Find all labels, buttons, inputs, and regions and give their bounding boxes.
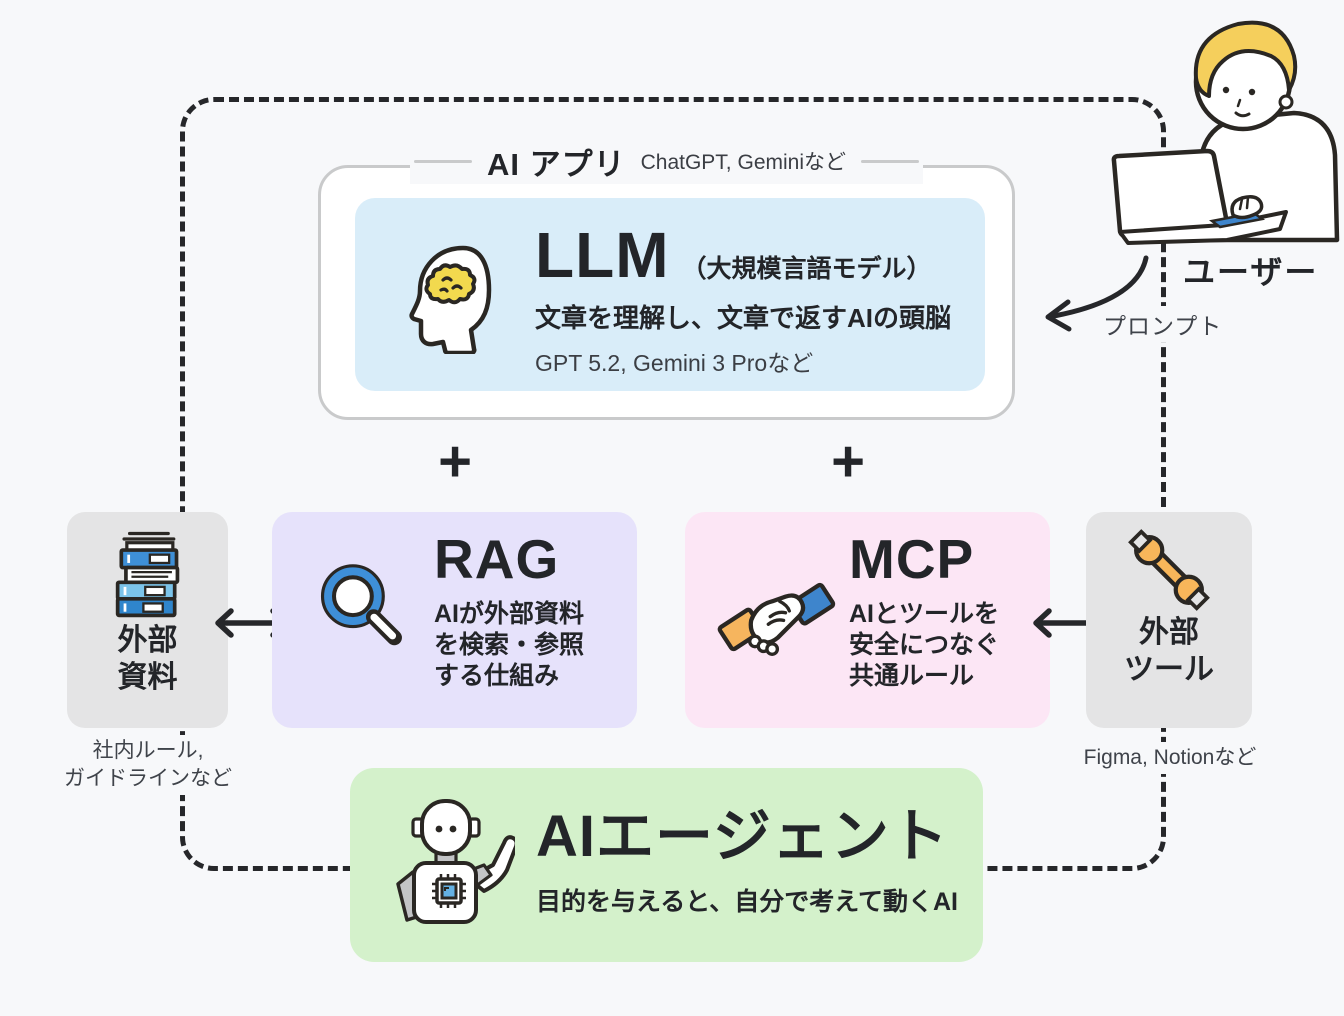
external-tools-title: 外部 ツール [1124,614,1214,688]
external-tools-card: 外部 ツール [1086,512,1252,728]
prompt-label: プロンプト [1100,306,1226,342]
legend-line-left [413,159,472,163]
ai-app-container: LLM （大規模言語モデル） 文章を理解し、文章で返すAIの頭脳 GPT 5.2… [318,165,1015,420]
handshake-icon [717,582,836,656]
external-tools-title-line2: ツール [1124,653,1214,686]
ai-app-examples: ChatGPT, Geminiなど [640,151,846,174]
llm-card: LLM （大規模言語モデル） 文章を理解し、文章で返すAIの頭脳 GPT 5.2… [355,198,985,391]
rag-description: AIが外部資料 を検索・参照 する仕組み [434,599,584,692]
brain-head-icon [409,245,492,354]
external-docs-caption-line1: 社内ルール, [92,739,204,762]
llm-title: LLM [535,219,670,291]
llm-subtitle: （大規模言語モデル） [681,255,932,283]
mcp-text-block: MCP AIとツールを 安全につなぐ 共通ルール [849,528,999,692]
external-tools-caption: Figma, Notionなど [1078,742,1262,774]
rag-text-block: RAG AIが外部資料 を検索・参照 する仕組み [434,528,584,692]
llm-examples: GPT 5.2, Gemini 3 Proなど [535,350,814,376]
wrench-icon [1128,529,1210,611]
plus-sign-left: + [438,429,472,494]
ai-app-legend: AI アプリ ChatGPT, Geminiなど [318,138,1015,184]
mcp-description-line2: 安全につなぐ [849,631,1000,659]
external-docs-caption-line2: ガイドラインなど [64,767,232,790]
external-tools-title-line1: 外部 [1139,616,1199,649]
ai-agent-card: AIエージェント 目的を与えると、自分で考えて動くAI [350,768,983,962]
robot-icon [396,799,515,924]
rag-description-line1: AIが外部資料 [434,600,585,628]
mcp-description-line3: 共通ルール [849,662,975,690]
external-docs-card: 外部 資料 [67,512,228,728]
rag-title: RAG [434,528,560,590]
llm-description: 文章を理解し、文章で返すAIの頭脳 [535,303,952,333]
ai-agent-description: 目的を与えると、自分で考えて動くAI [536,888,959,916]
rag-description-line3: する仕組み [434,662,560,690]
rag-description-line2: を検索・参照 [434,631,585,659]
external-docs-title-line2: 資料 [117,661,178,694]
legend-line-right [861,159,919,163]
ai-agent-text-block: AIエージェント 目的を与えると、自分で考えて動くAI [536,804,958,918]
mcp-title: MCP [849,528,975,590]
external-docs-title: 外部 資料 [118,622,178,696]
plus-sign-right: + [831,429,865,494]
mcp-card: MCP AIとツールを 安全につなぐ 共通ルール [685,512,1050,728]
llm-text-block: LLM （大規模言語モデル） 文章を理解し、文章で返すAIの頭脳 GPT 5.2… [535,222,951,378]
magnifier-icon [320,564,402,646]
user-label: ユーザー [1183,254,1319,290]
external-docs-title-line1: 外部 [117,624,178,657]
books-icon [115,531,179,618]
ai-app-label: AI アプリ [486,146,626,182]
mcp-description-line1: AIとツールを [849,600,1000,628]
external-docs-caption: 社内ルール, ガイドラインなど [38,735,258,795]
mcp-description: AIとツールを 安全につなぐ 共通ルール [849,599,999,692]
rag-card: RAG AIが外部資料 を検索・参照 する仕組み [272,512,637,728]
prompt-arrow-icon [1045,255,1149,332]
person-laptop-illustration [1111,20,1340,245]
ai-agent-title: AIエージェント [536,804,949,869]
